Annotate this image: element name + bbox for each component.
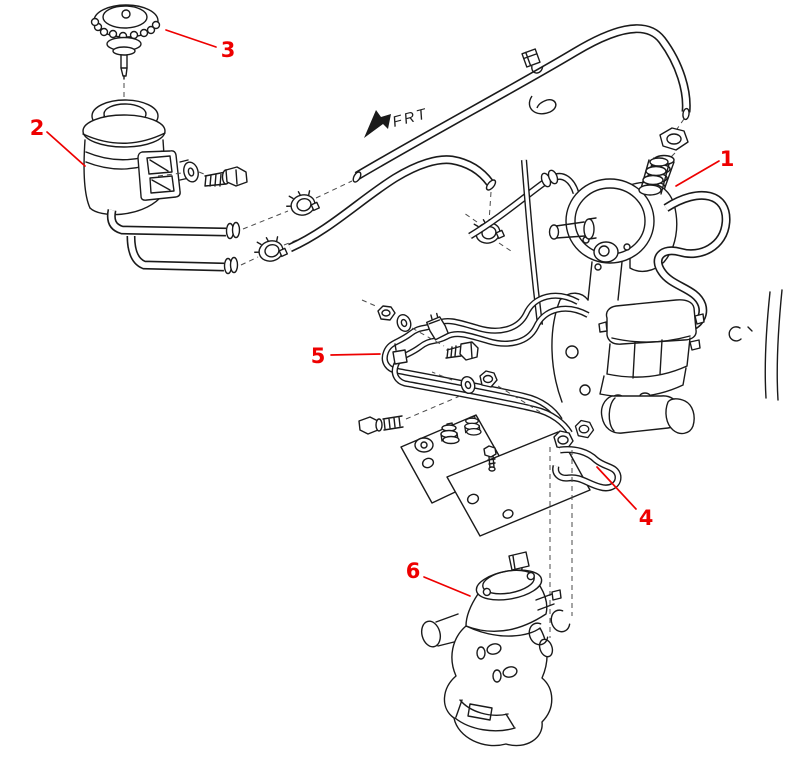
frt-label: FRT xyxy=(391,105,431,131)
callout-5-label: 5 xyxy=(311,344,326,368)
callout-3-label: 3 xyxy=(221,38,236,62)
pump-drawing xyxy=(548,157,731,333)
frt-arrow-icon xyxy=(364,110,391,138)
callout-2-label: 2 xyxy=(30,116,45,140)
pipe-assembly-drawing xyxy=(358,292,591,537)
reservoir-drawing xyxy=(82,99,289,275)
callouts: 1 2 3 4 5 6 xyxy=(30,29,735,597)
callout-5-leader xyxy=(330,353,381,356)
callout-6-label: 6 xyxy=(406,559,421,583)
steering-gear-drawing xyxy=(420,447,573,747)
reservoir-cap-drawing xyxy=(90,4,161,102)
callout-6-leader xyxy=(423,576,471,597)
callout-1-label: 1 xyxy=(720,147,735,171)
callout-4-leader xyxy=(596,466,637,510)
hose-clamps-drawing xyxy=(254,180,515,262)
supply-hose-drawing xyxy=(352,24,691,193)
callout-2-leader xyxy=(46,131,86,167)
module-drawing xyxy=(551,289,783,435)
callout-1-leader xyxy=(675,160,720,187)
return-pipe-loop-drawing xyxy=(552,419,622,492)
callout-4-label: 4 xyxy=(639,506,654,530)
frt-indicator: FRT xyxy=(364,105,430,138)
callout-3-leader xyxy=(165,29,217,48)
